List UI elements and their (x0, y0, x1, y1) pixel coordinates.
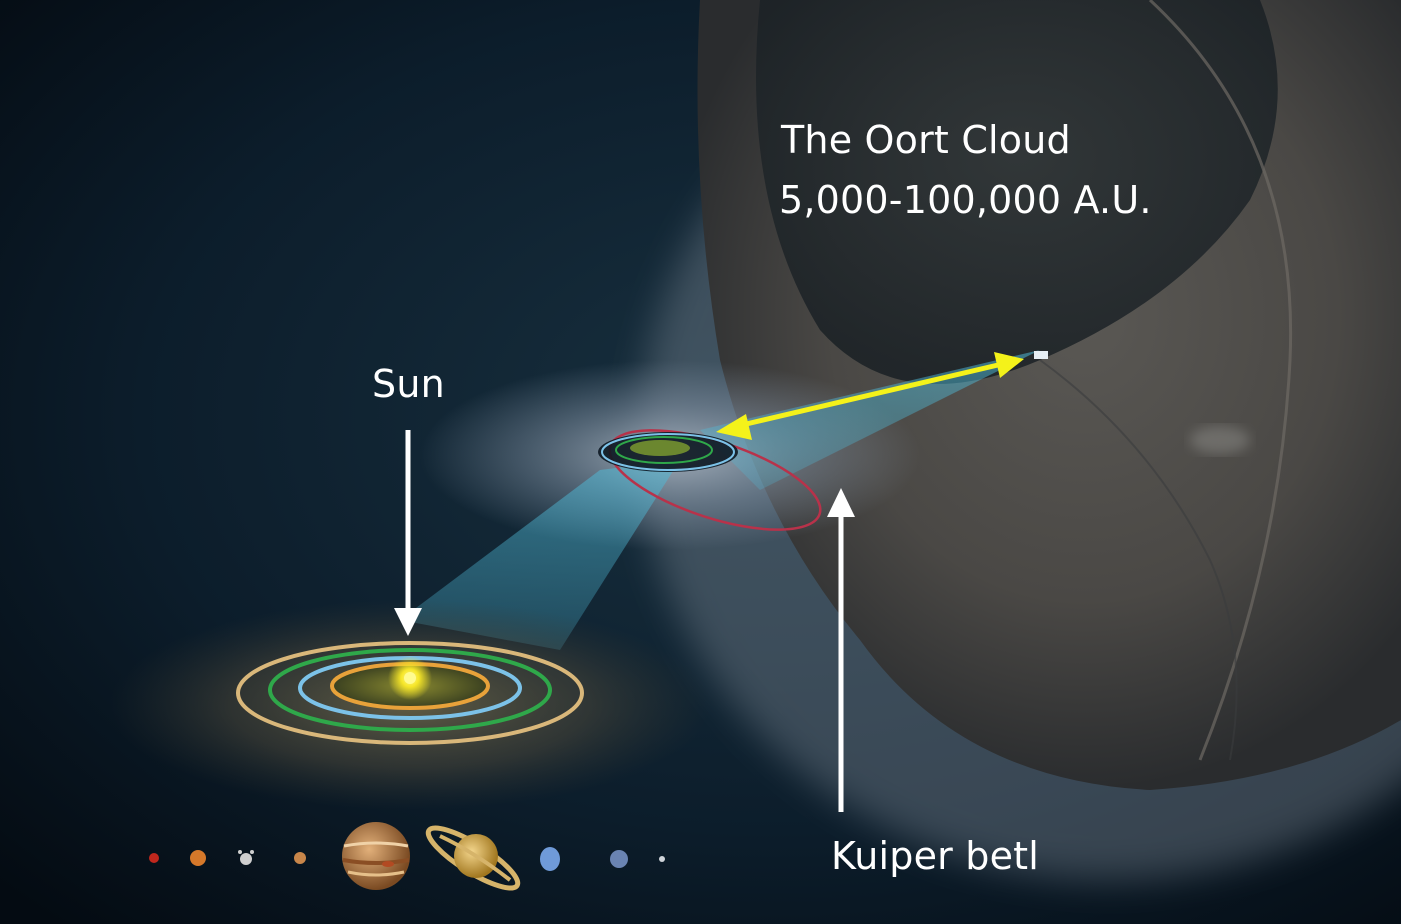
jupiter-icon (342, 822, 410, 890)
sun-label: Sun (372, 362, 445, 406)
mars-icon (294, 852, 306, 864)
distance-arrow (716, 352, 1024, 440)
oort-cloud-title: The Oort Cloud (781, 118, 1071, 162)
neptune-icon (610, 850, 628, 868)
uranus-icon (540, 847, 560, 871)
orbit-green (268, 648, 552, 732)
venus-icon (190, 850, 206, 866)
oort-cloud-object (1034, 351, 1048, 359)
earth-icon (238, 850, 254, 865)
oort-cloud-shell (640, 0, 1401, 880)
planet-row (149, 822, 665, 891)
kuiper-arrow (827, 488, 855, 812)
orbit-outer (236, 641, 584, 745)
kuiper-belt-label: Kuiper betl (831, 834, 1040, 878)
oort-cloud-range: 5,000-100,000 A.U. (779, 178, 1152, 222)
zoom-cone-right (700, 350, 1040, 490)
mercury-icon (149, 853, 159, 863)
mid-solar-system (598, 429, 822, 531)
pluto-icon (659, 856, 665, 862)
sun-arrow (394, 430, 422, 636)
saturn-icon (425, 825, 521, 891)
inner-solar-system (110, 600, 710, 810)
